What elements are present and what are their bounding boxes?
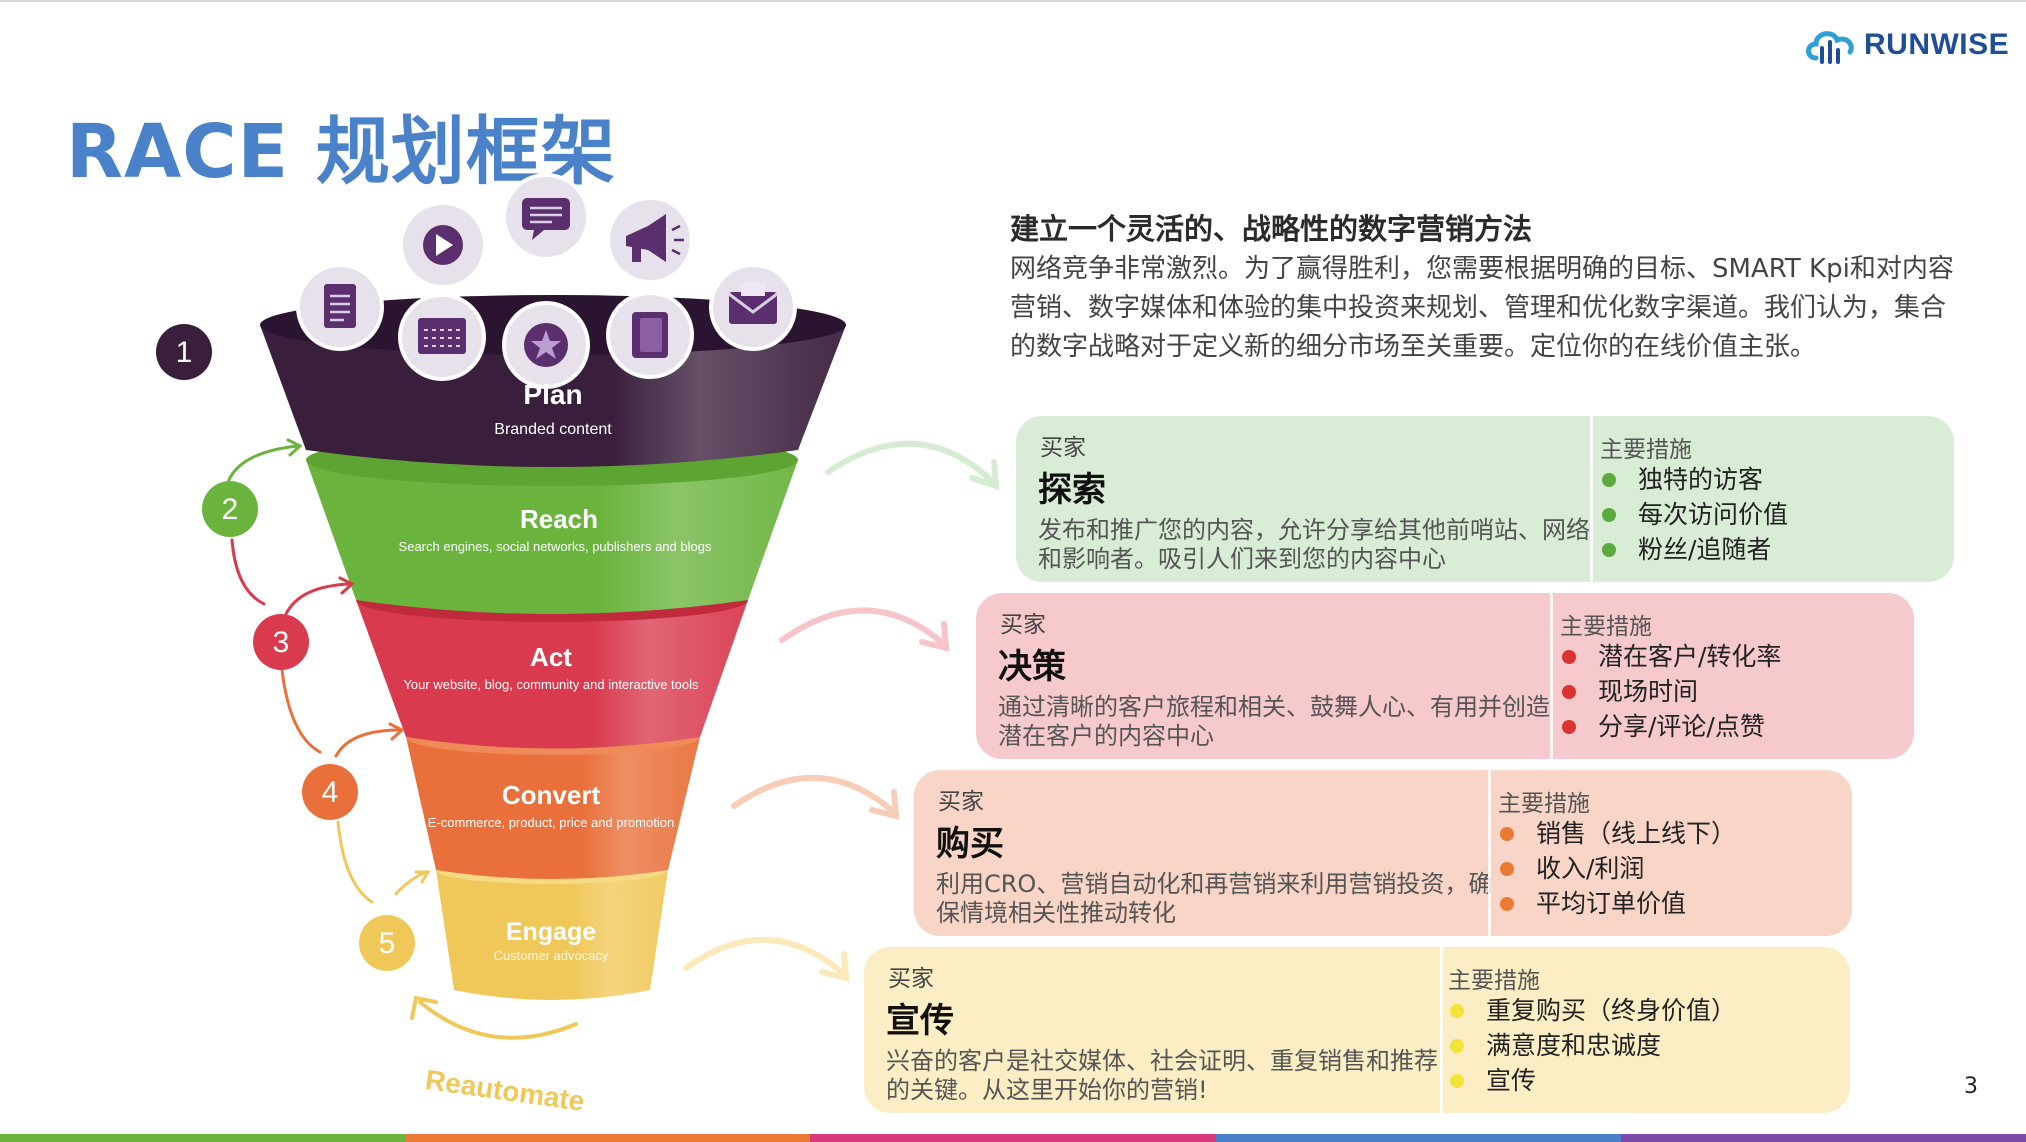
cloud-logo-icon [1804, 24, 1858, 66]
bullet-dot [1602, 508, 1616, 522]
runwise-logo: RUNWISE [1804, 24, 2009, 66]
bullet-dot [1562, 650, 1576, 664]
bullet-dot [1500, 897, 1514, 911]
measures-list: 独特的访客 每次访问价值 粉丝/追随者 [1602, 462, 1788, 567]
measures-list: 销售（线上线下） 收入/利润 平均订单价值 [1500, 816, 1736, 921]
convert-title: Convert [502, 780, 601, 810]
measure-item: 销售（线上线下） [1500, 816, 1736, 851]
stage-title: 决策 [998, 639, 1066, 688]
bar-segment [1621, 1134, 2026, 1142]
bar-segment [1216, 1134, 1621, 1142]
stage-title: 宣传 [886, 993, 954, 1042]
card-divider [1440, 947, 1443, 1113]
plan-title: Plan [523, 379, 582, 410]
page-number: 3 [1964, 1074, 1978, 1099]
svg-text:2: 2 [222, 493, 239, 526]
bar-segment [405, 1134, 810, 1142]
svg-text:5: 5 [379, 927, 396, 960]
step-2-badge: 2 [202, 481, 258, 537]
measures-list: 重复购买（终身价值） 满意度和忠诚度 宣传 [1450, 993, 1736, 1098]
document-icon [298, 265, 382, 349]
svg-text:1: 1 [176, 336, 193, 369]
step-5-badge: 5 [359, 915, 415, 971]
measures-heading: 主要措施 [1560, 607, 1652, 641]
measures-heading: 主要措施 [1448, 961, 1540, 995]
measure-item: 重复购买（终身价值） [1450, 993, 1736, 1028]
bullet-dot [1562, 720, 1576, 734]
buyer-label: 买家 [938, 782, 984, 816]
bullet-dot [1562, 685, 1576, 699]
star-icon [504, 303, 588, 387]
stage-description: 兴奋的客户是社交媒体、社会证明、重复销售和推荐的关键。从这里开始你的营销! [886, 1047, 1442, 1105]
bullet-dot [1450, 1074, 1464, 1088]
step-4-badge: 4 [302, 764, 358, 820]
stage-card-purchase: 买家 购买 利用CRO、营销自动化和再营销来利用营销投资，确保情境相关性推动转化… [914, 770, 1852, 936]
measure-item: 粉丝/追随者 [1602, 532, 1788, 567]
bottom-color-bar [0, 1134, 2026, 1142]
stage-card-decide: 买家 决策 通过清晰的客户旅程和相关、鼓舞人心、有用并创造潜在客户的内容中心 主… [976, 593, 1914, 759]
reautomate-label: Reautomate [423, 1064, 586, 1117]
bullet-dot [1450, 1004, 1464, 1018]
reach-subtitle: Search engines, social networks, publish… [399, 539, 712, 554]
measure-item: 分享/评论/点赞 [1562, 709, 1781, 744]
svg-text:3: 3 [273, 626, 290, 659]
bullet-dot [1500, 827, 1514, 841]
intro-paragraph: 网络竞争非常激烈。为了赢得胜利，您需要根据明确的目标、SMART Kpi和对内容… [1010, 250, 1970, 367]
bar-segment [0, 1134, 405, 1142]
buyer-label: 买家 [1040, 428, 1086, 462]
measure-item: 满意度和忠诚度 [1450, 1028, 1736, 1063]
measure-item: 每次访问价值 [1602, 497, 1788, 532]
measures-heading: 主要措施 [1498, 784, 1590, 818]
envelope-icon [711, 265, 795, 349]
act-subtitle: Your website, blog, community and intera… [403, 677, 699, 692]
act-title: Act [530, 642, 572, 672]
calendar-icon [400, 295, 484, 379]
race-funnel: Plan Branded content Reach Search engine… [0, 0, 900, 1120]
card-divider [1590, 416, 1593, 582]
engage-title: Engage [506, 918, 596, 946]
stage-description: 利用CRO、营销自动化和再营销来利用营销投资，确保情境相关性推动转化 [936, 870, 1496, 928]
play-icon [401, 203, 485, 287]
measure-item: 平均订单价值 [1500, 886, 1736, 921]
logo-text: RUNWISE [1864, 28, 2009, 62]
stage-description: 通过清晰的客户旅程和相关、鼓舞人心、有用并创造潜在客户的内容中心 [998, 693, 1558, 751]
measures-heading: 主要措施 [1600, 430, 1692, 464]
step-3-badge: 3 [253, 614, 309, 670]
measure-item: 收入/利润 [1500, 851, 1736, 886]
chat-icon [504, 175, 588, 259]
card-divider [1488, 770, 1491, 936]
megaphone-icon [608, 198, 692, 282]
engage-subtitle: Customer advocacy [494, 948, 609, 963]
convert-subtitle: E-commerce, product, price and promotion [428, 815, 674, 830]
svg-text:4: 4 [322, 776, 339, 809]
buyer-label: 买家 [1000, 605, 1046, 639]
bar-segment [810, 1134, 1215, 1142]
measure-item: 现场时间 [1562, 674, 1781, 709]
stage-title: 购买 [936, 816, 1004, 865]
stage-card-advocate: 买家 宣传 兴奋的客户是社交媒体、社会证明、重复销售和推荐的关键。从这里开始你的… [864, 947, 1850, 1113]
bullet-dot [1602, 543, 1616, 557]
stage-description: 发布和推广您的内容，允许分享给其他前哨站、网络和影响者。吸引人们来到您的内容中心 [1038, 516, 1598, 574]
measure-item: 潜在客户/转化率 [1562, 639, 1781, 674]
notebook-icon [608, 293, 692, 377]
measures-list: 潜在客户/转化率 现场时间 分享/评论/点赞 [1562, 639, 1781, 744]
buyer-label: 买家 [888, 959, 934, 993]
measure-item: 宣传 [1450, 1063, 1736, 1098]
bullet-dot [1602, 473, 1616, 487]
card-divider [1550, 593, 1553, 759]
bullet-dot [1450, 1039, 1464, 1053]
stage-title: 探索 [1038, 462, 1106, 511]
measure-item: 独特的访客 [1602, 462, 1788, 497]
intro-heading: 建立一个灵活的、战略性的数字营销方法 [1010, 206, 1532, 248]
stage-card-explore: 买家 探索 发布和推广您的内容，允许分享给其他前哨站、网络和影响者。吸引人们来到… [1016, 416, 1954, 582]
bullet-dot [1500, 862, 1514, 876]
plan-subtitle: Branded content [494, 421, 612, 438]
step-1-badge: 1 [156, 324, 212, 380]
reach-title: Reach [520, 504, 598, 534]
